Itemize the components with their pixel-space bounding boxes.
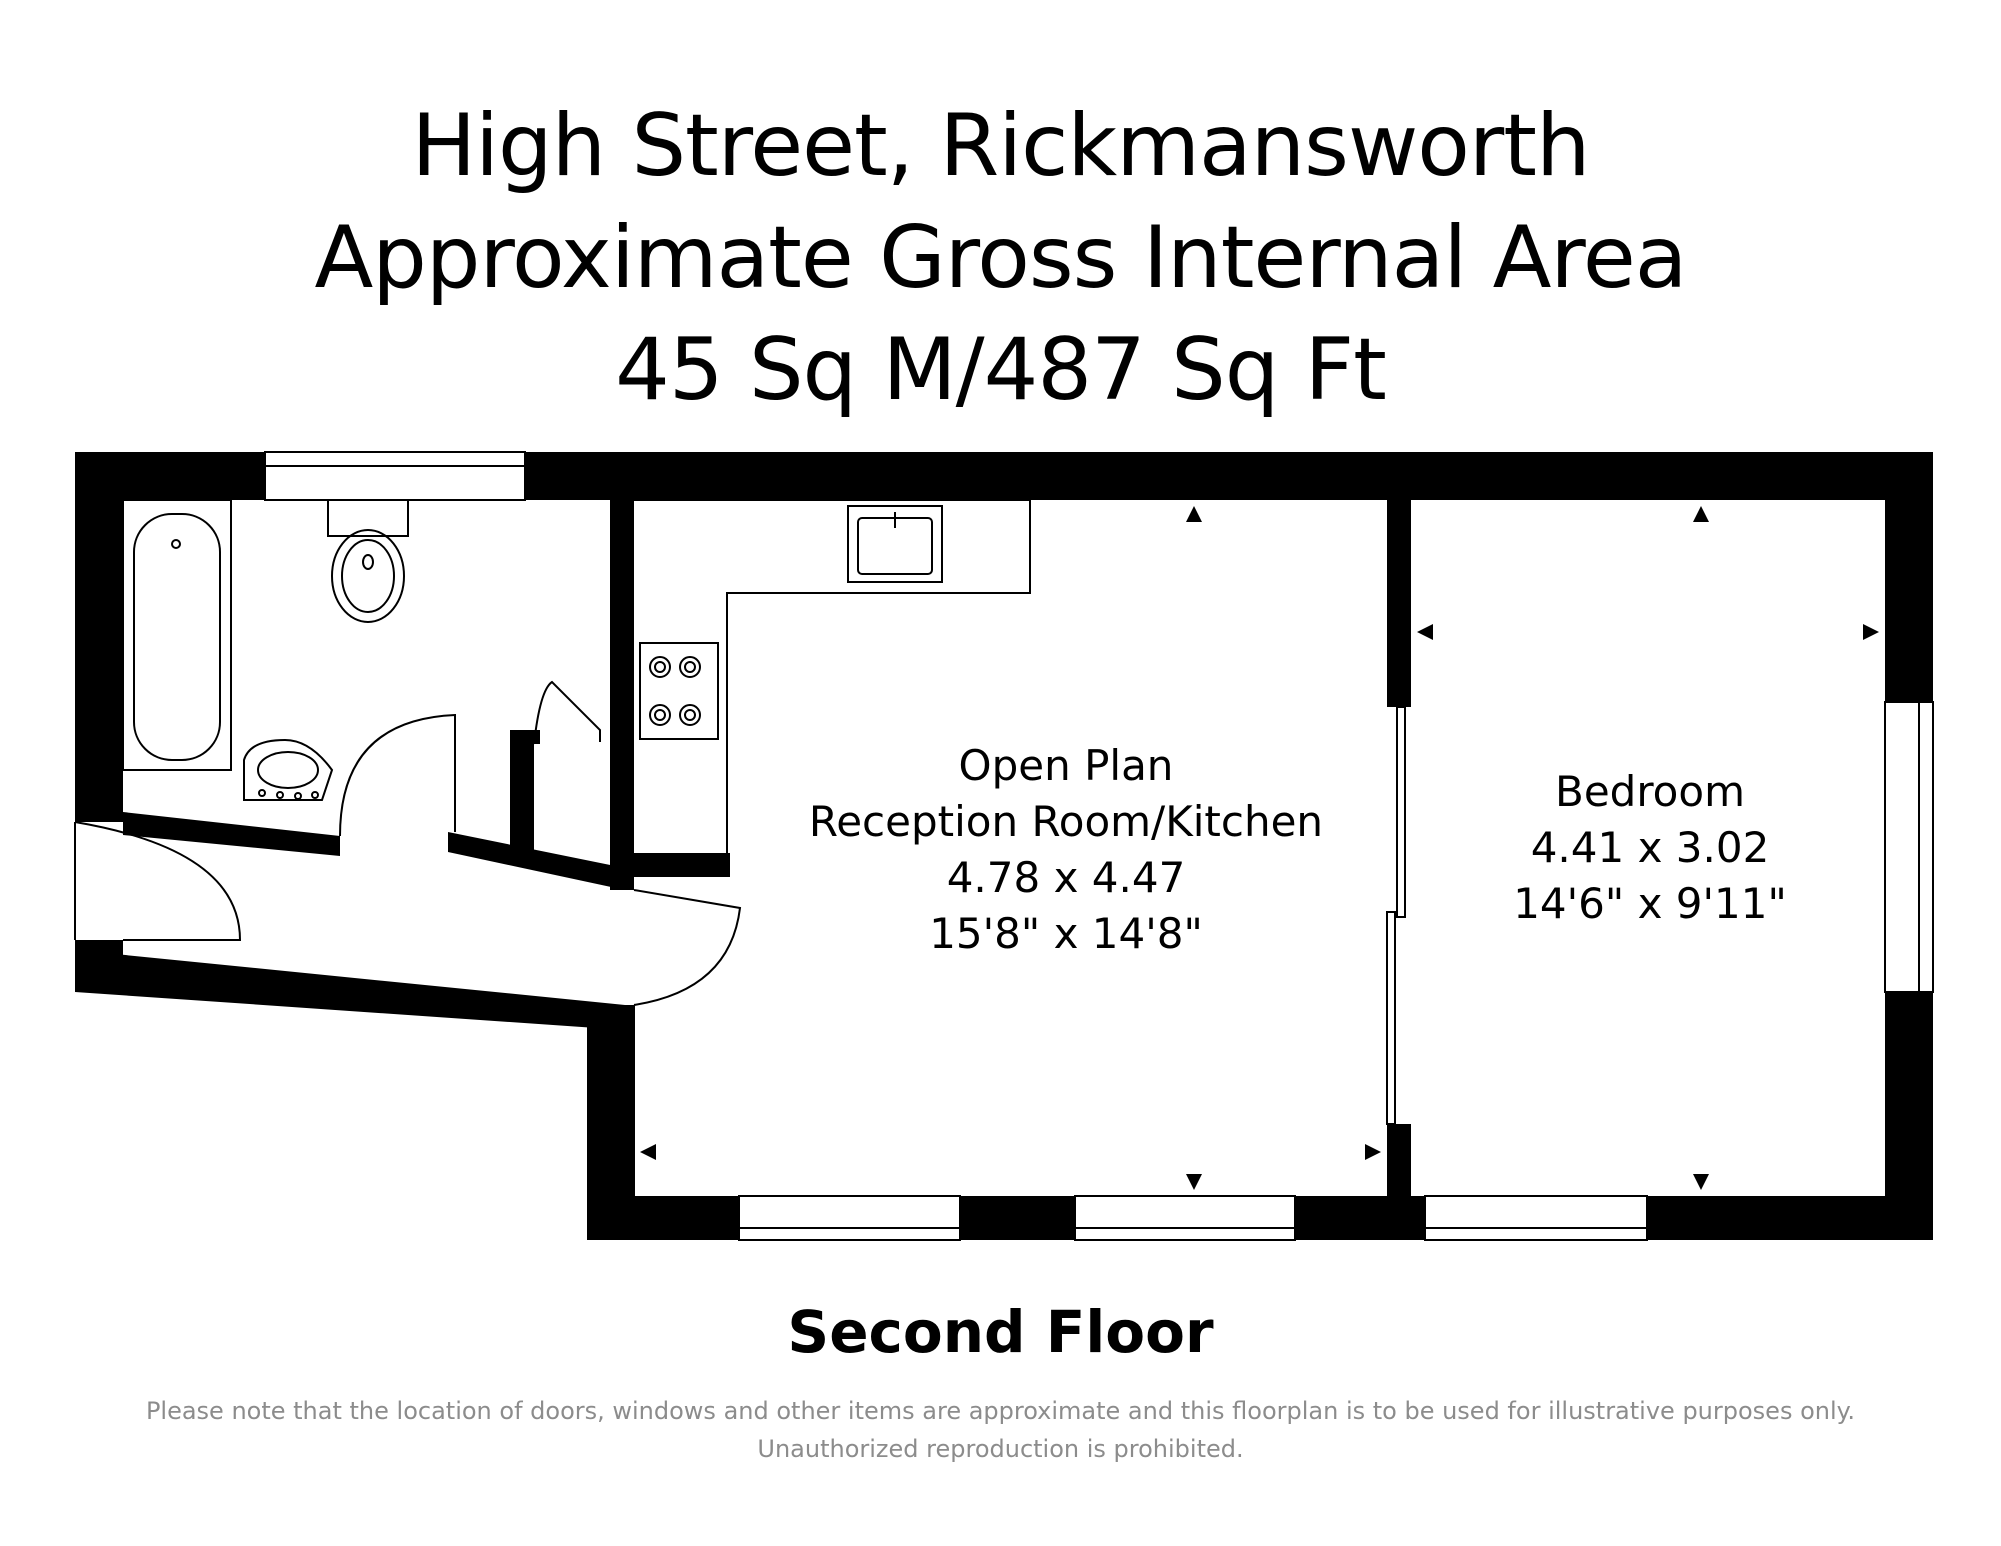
bathroom-lower-wall xyxy=(123,812,340,856)
window-bathroom xyxy=(264,451,526,501)
property-address: High Street, Rickmansworth xyxy=(411,96,1590,196)
bathroom-fixtures xyxy=(122,499,409,801)
bedroom-label: Bedroom 4.41 x 3.02 14'6" x 9'11" xyxy=(1513,767,1787,928)
kitchen-fixtures xyxy=(634,499,1031,853)
left-wall-upper xyxy=(75,452,123,822)
bedroom-imperial-size: 14'6" x 9'11" xyxy=(1513,879,1787,928)
reception-arrow-right xyxy=(1365,1144,1381,1160)
reception-name-line1: Open Plan xyxy=(959,741,1174,790)
bottom-wall-3 xyxy=(1295,1196,1425,1240)
bedroom-arrow-right xyxy=(1863,624,1879,640)
bathroom-door-swing xyxy=(339,713,456,837)
reception-arrow-top xyxy=(1186,506,1202,522)
cupboard-door-swing xyxy=(533,680,601,745)
bottom-wall-1 xyxy=(587,1196,739,1240)
bedroom-arrow-top xyxy=(1693,506,1709,522)
entrance-door-swing xyxy=(74,821,242,941)
slanted-wall xyxy=(75,950,625,1030)
reception-name-line2: Reception Room/Kitchen xyxy=(809,797,1323,846)
bedroom-metric-size: 4.41 x 3.02 xyxy=(1531,823,1770,872)
windows xyxy=(264,451,1934,1241)
reception-arrow-left xyxy=(640,1144,656,1160)
reception-label: Open Plan Reception Room/Kitchen 4.78 x … xyxy=(809,741,1323,958)
area-value: 45 Sq M/487 Sq Ft xyxy=(615,320,1387,420)
window-reception-2 xyxy=(1074,1195,1296,1241)
title-block: High Street, Rickmansworth Approximate G… xyxy=(0,90,2001,426)
bedroom-arrow-bottom xyxy=(1693,1174,1709,1190)
bottom-wall-2 xyxy=(960,1196,1075,1240)
kitchen-sink xyxy=(847,505,943,583)
walls xyxy=(75,452,1933,1240)
toilet-bowl xyxy=(331,529,405,623)
hob xyxy=(639,642,719,740)
top-wall-right xyxy=(525,452,1933,500)
corridor-wall xyxy=(448,832,625,890)
bedroom-arrow-left xyxy=(1417,624,1433,640)
partition-upper xyxy=(1387,452,1411,707)
window-bedroom-bottom xyxy=(1424,1195,1648,1241)
sliding-door xyxy=(1386,706,1406,1125)
window-bedroom-right xyxy=(1884,701,1934,993)
right-wall-upper xyxy=(1885,452,1933,702)
reception-metric-size: 4.78 x 4.47 xyxy=(947,853,1186,902)
kitchen-corner-wall xyxy=(634,853,730,877)
dimension-arrows xyxy=(640,506,1879,1190)
right-wall-lower xyxy=(1885,992,1933,1240)
cupboard-wall-left xyxy=(510,730,534,852)
kitchen-worktop xyxy=(634,499,1031,853)
reception-imperial-size: 15'8" x 14'8" xyxy=(929,909,1203,958)
basin xyxy=(243,738,334,801)
toilet-cistern xyxy=(327,499,409,537)
bedroom-name: Bedroom xyxy=(1555,767,1745,816)
doors xyxy=(74,680,742,1006)
reception-left-wall-upper xyxy=(610,452,634,890)
area-heading: Approximate Gross Internal Area xyxy=(314,208,1687,308)
partition-lower xyxy=(1387,1124,1411,1196)
cupboard-wall-top xyxy=(510,730,540,744)
window-reception-1 xyxy=(738,1195,961,1241)
disclaimer: Please note that the location of doors, … xyxy=(145,1397,1856,1463)
floor-name: Second Floor xyxy=(787,1298,1214,1366)
reception-arrow-bottom xyxy=(1186,1174,1202,1190)
bathtub xyxy=(122,499,232,771)
reception-door-swing xyxy=(633,889,742,1006)
